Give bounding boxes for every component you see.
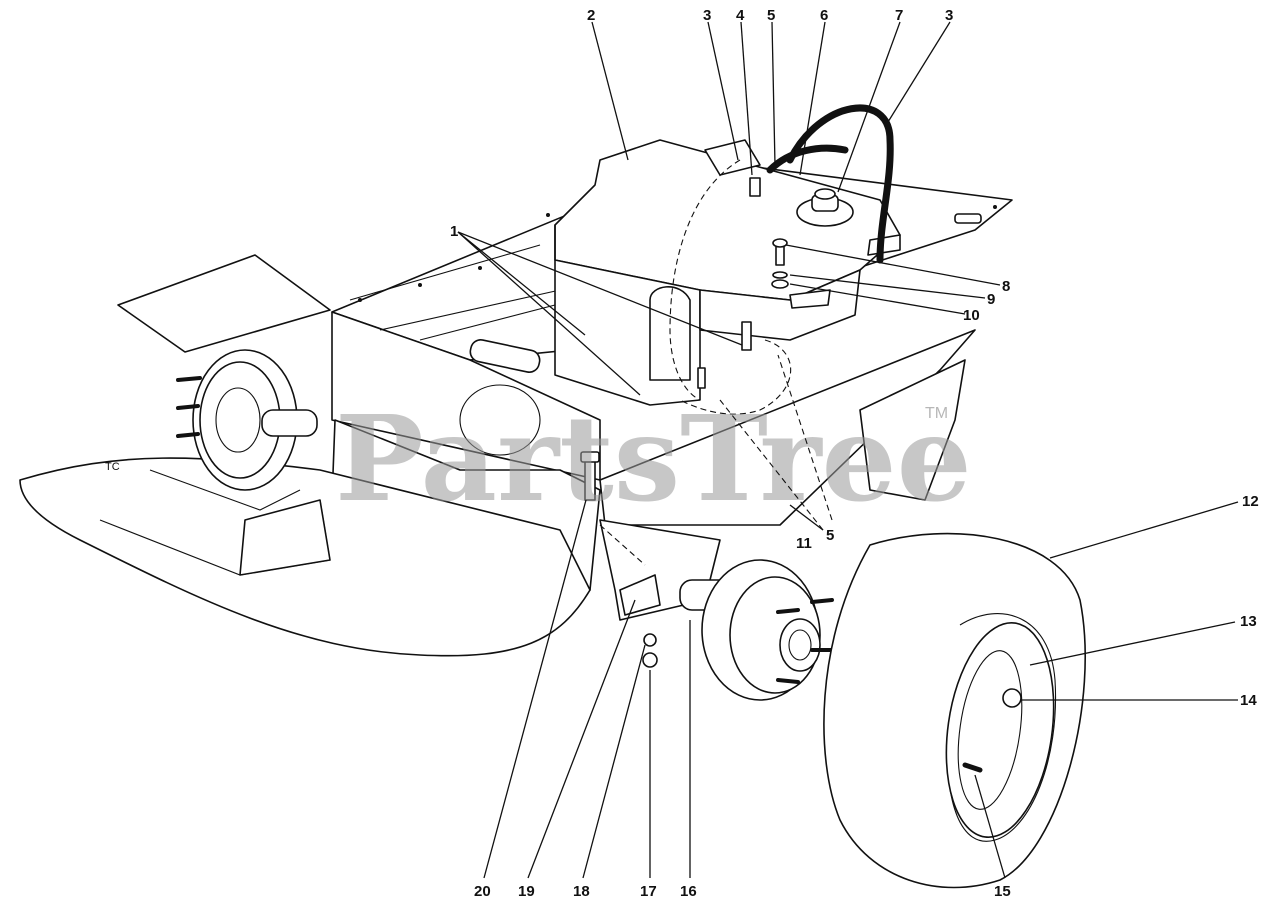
wheel-rim — [945, 622, 1055, 838]
callout-5-top: 5 — [767, 7, 775, 24]
callout-12: 12 — [1242, 493, 1259, 510]
callout-7: 7 — [895, 7, 903, 24]
frame-left-side — [331, 311, 601, 481]
frame-right-deck — [599, 329, 976, 526]
callout-5-bottom: 5 — [826, 527, 834, 544]
bolt-20 — [580, 451, 600, 501]
callout-18: 18 — [573, 883, 590, 900]
footplate-emblem: TC — [105, 461, 120, 473]
callout-17: 17 — [640, 883, 657, 900]
leader-lines — [457, 21, 1239, 879]
tank-bracket — [704, 139, 761, 176]
callout-20: 20 — [474, 883, 491, 900]
left-drum-hub — [176, 349, 318, 491]
frame-rear-panel — [859, 359, 966, 501]
callout-2: 2 — [587, 7, 595, 24]
callout-1: 1 — [450, 223, 458, 240]
hardware-stack — [771, 238, 789, 289]
hose-3-right — [786, 104, 894, 264]
callout-15: 15 — [994, 883, 1011, 900]
left-footrest — [117, 254, 331, 353]
callout-16: 16 — [680, 883, 697, 900]
fuel-hoses — [669, 104, 894, 415]
callout-9: 9 — [987, 291, 995, 308]
callout-8: 8 — [1002, 278, 1010, 295]
callout-10: 10 — [963, 307, 980, 324]
callout-14: 14 — [1240, 692, 1257, 709]
callout-13: 13 — [1240, 613, 1257, 630]
callout-11: 11 — [796, 535, 812, 552]
right-drum-hub — [679, 559, 834, 701]
fuel-tank — [554, 139, 901, 406]
callout-3-left: 3 — [703, 7, 711, 24]
front-footplate: TC — [19, 457, 591, 657]
callout-4: 4 — [736, 7, 745, 24]
callout-labels: 1 2 3 3 4 5 5 6 7 8 9 10 11 12 13 14 15 … — [450, 7, 1259, 900]
watermark-tm: TM — [925, 405, 948, 422]
callout-19: 19 — [518, 883, 535, 900]
tire-wheel — [823, 532, 1086, 889]
axle-tube — [469, 339, 541, 373]
callout-3-right: 3 — [945, 7, 953, 24]
hose-6 — [766, 144, 849, 174]
callout-6: 6 — [820, 7, 828, 24]
watermark-text: PartsTree — [335, 389, 972, 528]
